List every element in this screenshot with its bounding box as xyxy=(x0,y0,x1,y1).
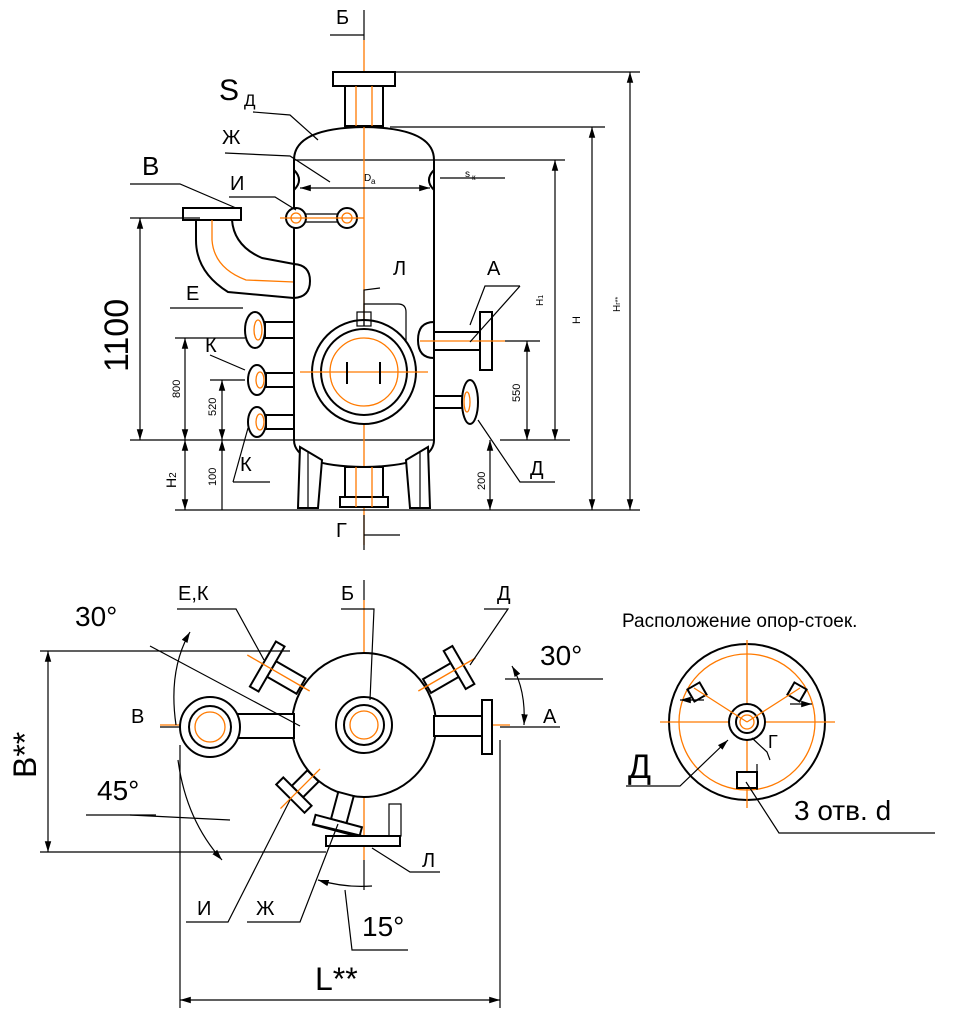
nozzle-d xyxy=(433,379,479,425)
label-g-top: Г xyxy=(336,520,347,542)
label-i-plan: И xyxy=(197,898,211,920)
label-h1: H1 xyxy=(535,295,546,306)
dim-b-star: B** xyxy=(7,732,43,778)
label-s-k-sub: к xyxy=(472,173,476,182)
label-holes: 3 отв. d xyxy=(794,795,891,826)
manhole-l xyxy=(300,303,428,425)
nozzle-k-upper xyxy=(247,364,295,396)
elevation-view xyxy=(130,10,640,550)
label-hg: Hг** xyxy=(612,296,623,312)
angle-30-left: 30° xyxy=(75,601,117,632)
label-b-top: Б xyxy=(336,7,349,29)
nozzle-v-elbow xyxy=(182,207,312,300)
angle-15: 15° xyxy=(362,911,404,942)
label-l-plan: Л xyxy=(422,850,435,872)
support-layout-view xyxy=(626,640,935,834)
support-legs xyxy=(296,445,432,509)
angle-45: 45° xyxy=(97,775,139,806)
label-s-d: S xyxy=(219,74,239,107)
label-h: H xyxy=(571,316,583,324)
label-k-top: К xyxy=(205,335,217,357)
plan-labels: 30° Е,К Б Д 30° В А B** 45° Л И Ж 15° L*… xyxy=(7,583,582,997)
label-ek-plan: Е,К xyxy=(178,583,209,605)
nozzle-k-lower xyxy=(247,406,295,438)
label-i-top: И xyxy=(230,173,244,195)
dim-100: 100 xyxy=(207,468,219,486)
label-s-k: s xyxy=(465,169,470,180)
label-v-plan: В xyxy=(131,706,144,728)
label-h2: H2 xyxy=(163,472,179,488)
nozzle-e xyxy=(244,311,295,349)
dim-1100: 1100 xyxy=(98,299,136,372)
label-d-a: D xyxy=(364,173,371,184)
label-s-d-sub: Д xyxy=(244,91,256,110)
dim-200: 200 xyxy=(476,472,488,490)
label-d-support: Д xyxy=(628,748,651,786)
dim-550: 550 xyxy=(511,384,523,402)
label-v-top: В xyxy=(142,151,159,181)
support-labels: Расположение опор-стоек. Д Г 3 отв. d xyxy=(622,611,891,826)
label-g-support: Г xyxy=(768,732,778,752)
label-e-top: Е xyxy=(186,283,199,305)
label-zh-top: Ж xyxy=(222,127,241,149)
dim-l-star: L** xyxy=(315,961,358,997)
dim-800: 800 xyxy=(171,380,183,398)
label-d-plan: Д xyxy=(497,583,511,605)
label-a-plan: А xyxy=(543,706,557,728)
dim-520: 520 xyxy=(207,398,219,416)
label-d-a-sub: a xyxy=(371,177,376,186)
nozzle-a xyxy=(416,311,505,371)
nozzle-i xyxy=(280,207,364,229)
nozzle-b-top xyxy=(332,71,396,127)
label-k-bottom: К xyxy=(240,454,252,476)
supports-title: Расположение опор-стоек. xyxy=(622,611,857,632)
plan-view xyxy=(40,580,603,1008)
label-l-top: Л xyxy=(393,258,406,280)
angle-30-right: 30° xyxy=(540,640,582,671)
label-b-plan: Б xyxy=(341,583,354,605)
label-d-top: Д xyxy=(530,458,544,480)
label-a-top: А xyxy=(487,258,501,280)
label-zh-plan: Ж xyxy=(256,898,275,920)
elevation-labels: Б S Д Ж В И D a s к Л А H1 H Hг** 1100 Е… xyxy=(98,7,623,542)
